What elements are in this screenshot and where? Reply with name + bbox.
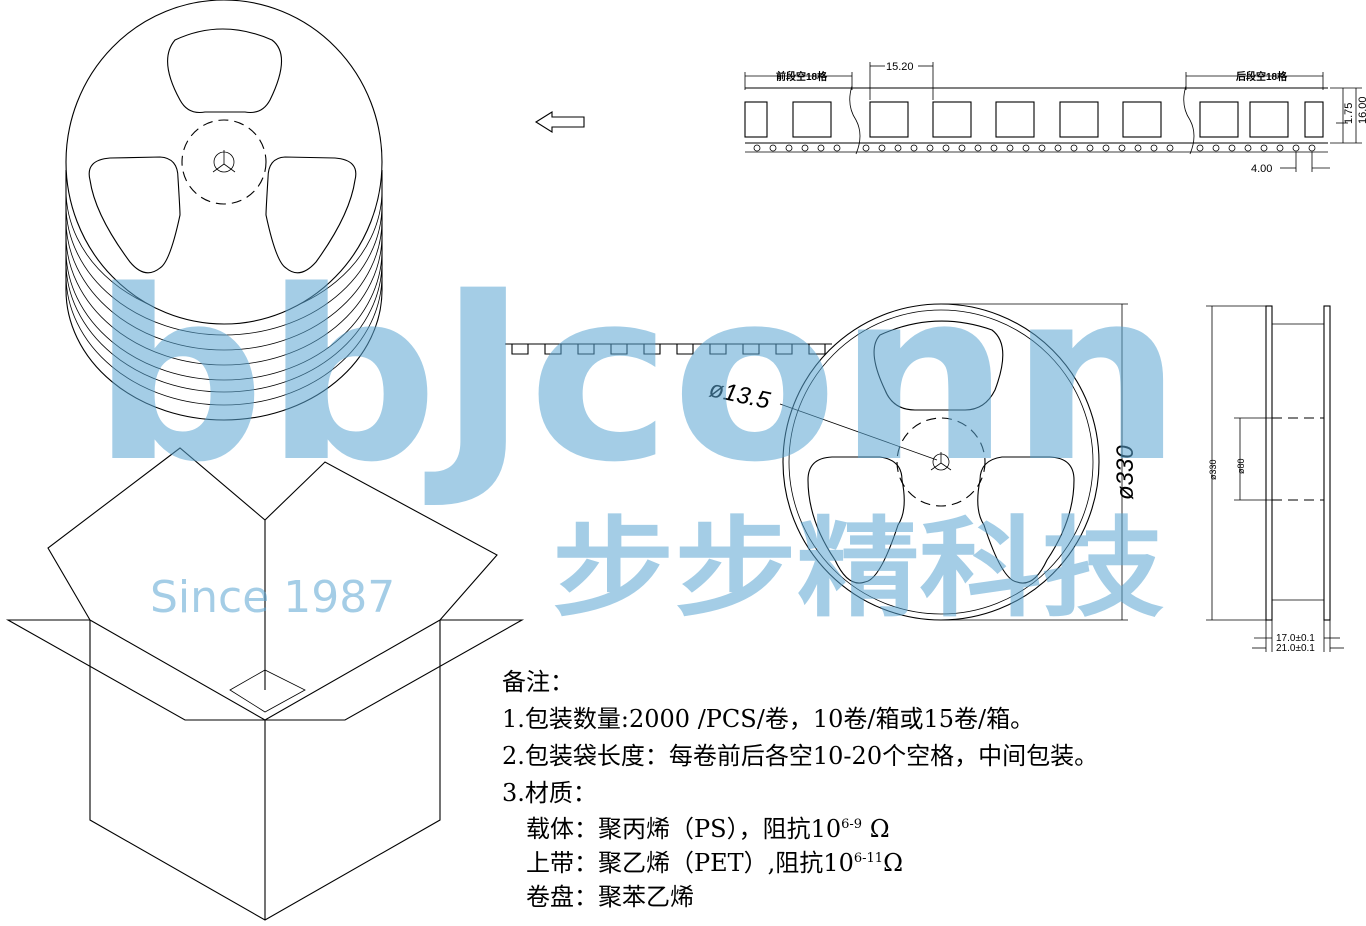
carrier-tape (744, 62, 1362, 172)
direction-arrow-icon (534, 111, 585, 133)
notes-line-2: 2.包装袋长度：每卷前后各空10-20个空格，中间包装。 (502, 742, 1099, 770)
reel-front-view (779, 303, 1128, 621)
tape-back-label: 后段空18格 (1236, 70, 1288, 83)
notes-carrier: 载体：聚丙烯（PS），阻抗106-9 Ω (502, 812, 1362, 846)
watermark: bbJconn Since 1987 步步精科技 (92, 241, 1182, 632)
reel-diameter-dim: ø330 (1112, 445, 1139, 500)
carrier-unit: Ω (869, 815, 890, 843)
tape-hole-pitch-dim: 4.00 (1251, 163, 1272, 175)
side-hub-diameter-dim: ø80 (1236, 458, 1246, 474)
tape-width-dim: 16.00 (1357, 96, 1366, 124)
tape-front-label: 前段空18格 (776, 70, 828, 83)
reel-outer-width-dim: 21.0±0.1 (1276, 643, 1315, 654)
cover-exponent: 6-11 (853, 851, 884, 866)
carrier-text: 载体：聚丙烯（PS），阻抗10 (526, 815, 842, 843)
reel-inner-width-dim: 17.0±0.1 (1276, 633, 1315, 644)
cover-text: 上带：聚乙烯（PET）,阻抗10 (526, 849, 854, 877)
notes-line-1: 1.包装数量:2000 /PCS/卷，10卷/箱或15卷/箱。 (502, 705, 1035, 733)
carrier-exponent: 6-9 (841, 817, 863, 832)
tape-pitch-dim: 15.20 (886, 61, 914, 73)
notes-block: 备注： 1.包装数量:2000 /PCS/卷，10卷/箱或15卷/箱。 2.包装… (502, 664, 1362, 926)
tape-strip (505, 343, 832, 355)
notes-reel-material: 卷盘：聚苯乙烯 (526, 883, 694, 911)
reel-side-view (1206, 305, 1344, 652)
tape-hole-offset-dim: 1.75 (1343, 103, 1355, 124)
watermark-since: Since 1987 (150, 572, 395, 623)
cover-unit: Ω (883, 849, 903, 877)
notes-title: 备注： (502, 668, 574, 696)
side-outer-diameter-dim: ø330 (1208, 459, 1218, 480)
watermark-brand: bbJconn (92, 241, 1182, 514)
notes-line-3: 3.材质： (502, 779, 597, 807)
watermark-cn: 步步精科技 (552, 507, 1164, 632)
notes-cover: 上带：聚乙烯（PET）,阻抗106-11Ω (502, 846, 1362, 880)
carton-box (5, 447, 525, 921)
reel-stack (65, 0, 383, 421)
